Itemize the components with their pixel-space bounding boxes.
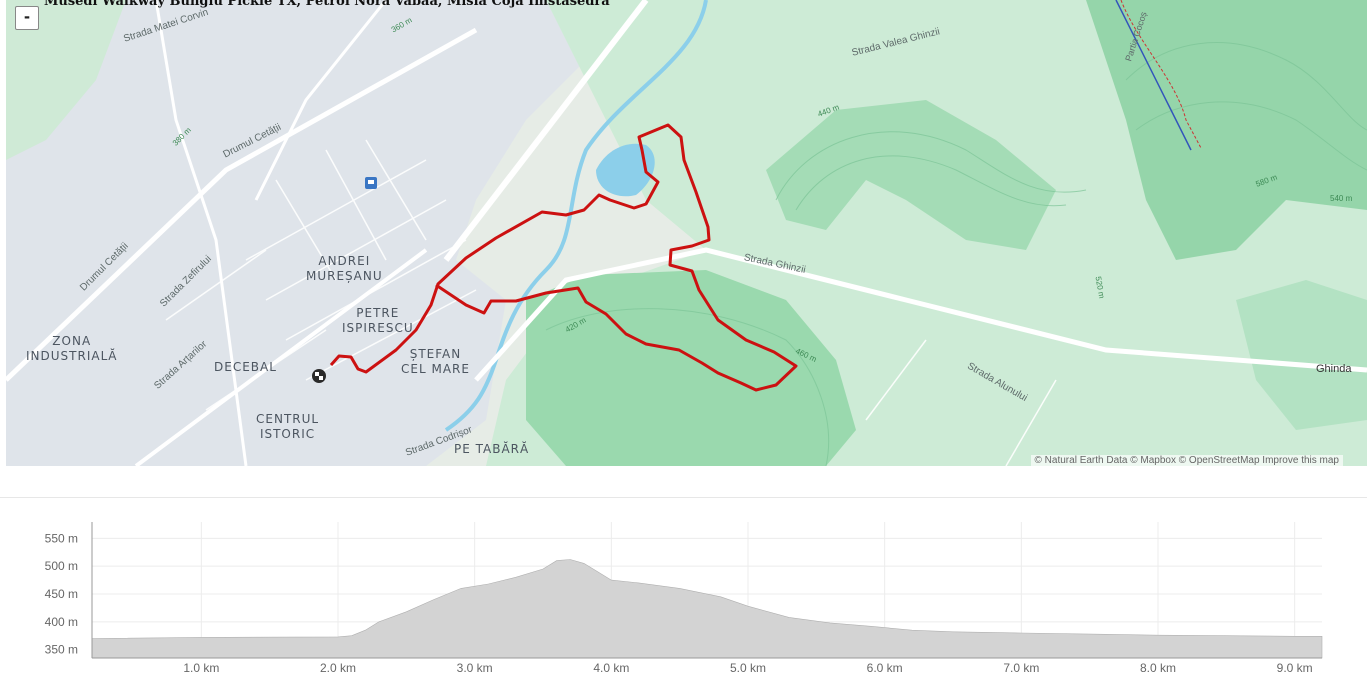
x-tick-label: 7.0 km	[1003, 661, 1039, 675]
page-title-fragment: Musedi Walkway Bunglu Pickle TX, Petroi …	[44, 0, 610, 9]
y-tick-label: 500 m	[45, 559, 78, 573]
district-label: CENTRUL ISTORIC	[256, 412, 320, 441]
transit-icon	[365, 177, 377, 189]
x-tick-label: 6.0 km	[867, 661, 903, 675]
elevation-area	[91, 559, 1323, 659]
district-label: ȘTEFAN CEL MARE	[401, 347, 470, 376]
start-marker	[312, 369, 326, 383]
x-tick-label: 2.0 km	[320, 661, 356, 675]
y-tick-label: 550 m	[45, 531, 78, 545]
district-label: ANDREI MUREȘANU	[306, 254, 383, 283]
district-label: ZONA INDUSTRIALĂ	[26, 334, 118, 363]
route-map[interactable]: Musedi Walkway Bunglu Pickle TX, Petroi …	[6, 0, 1367, 466]
y-tick-label: 350 m	[45, 643, 78, 657]
x-tick-label: 4.0 km	[593, 661, 629, 675]
district-label: PETRE ISPIRESCU	[342, 306, 414, 335]
section-divider	[0, 497, 1367, 498]
map-attribution[interactable]: © Natural Earth Data © Mapbox © OpenStre…	[1030, 455, 1343, 466]
district-label: PE TABĂRĂ	[454, 442, 530, 456]
x-tick-label: 5.0 km	[730, 661, 766, 675]
y-tick-label: 400 m	[45, 615, 78, 629]
elevation-chart: 350 m 400 m 450 m 500 m 550 m 1.0 km 2.0 km 3.0…	[45, 522, 1323, 675]
map-canvas	[6, 0, 1367, 466]
zoom-out-button[interactable]: -	[15, 6, 39, 30]
x-tick-label: 3.0 km	[457, 661, 493, 675]
contour-label: 540 m	[1330, 194, 1353, 203]
route-line	[329, 123, 798, 392]
x-tick-label: 9.0 km	[1277, 661, 1313, 675]
x-tick-label: 8.0 km	[1140, 661, 1176, 675]
place-label: Ghinda	[1316, 363, 1352, 375]
x-tick-label: 1.0 km	[183, 661, 219, 675]
district-label: DECEBAL	[214, 360, 277, 374]
y-tick-label: 450 m	[45, 587, 78, 601]
